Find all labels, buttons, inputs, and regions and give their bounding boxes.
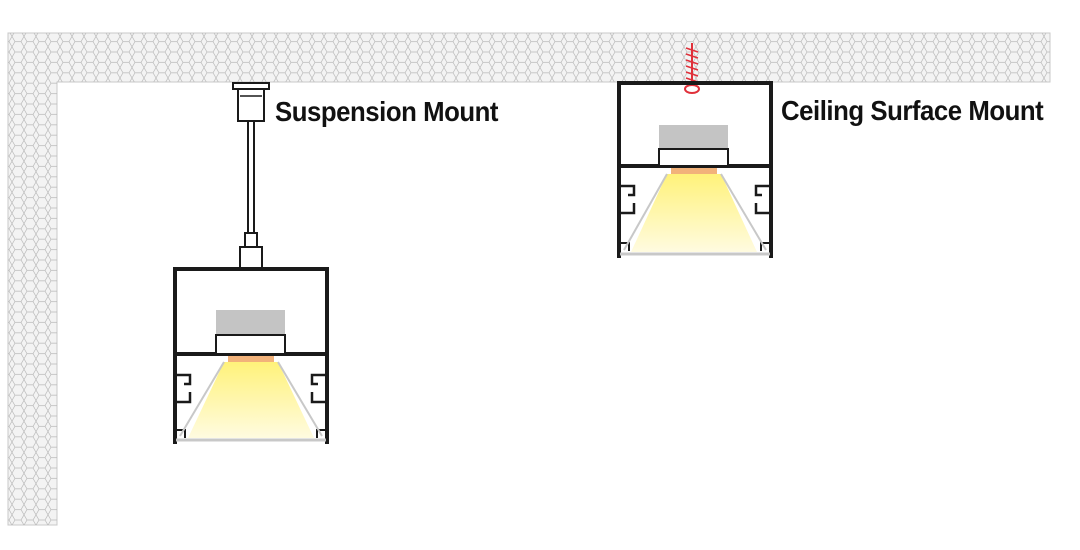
ceiling-surface-mount-label: Ceiling Surface Mount xyxy=(781,95,1044,126)
aluminium-profile-surface xyxy=(617,81,773,258)
surface-mounted-linear-light-icon xyxy=(617,43,773,258)
suspension-mount-label: Suspension Mount xyxy=(275,96,499,127)
canopy-body xyxy=(237,88,265,122)
suspension-cable-icon xyxy=(247,121,255,233)
led-strip-surface xyxy=(671,168,717,174)
led-driver xyxy=(216,310,285,335)
led-driver-surface xyxy=(659,125,728,149)
cable-gripper xyxy=(244,232,258,248)
led-strip xyxy=(228,356,274,362)
ceiling-wall xyxy=(7,32,1051,526)
light-beam xyxy=(188,362,314,438)
light-beam-surface xyxy=(631,174,757,252)
suspended-linear-light-icon xyxy=(173,82,329,444)
aluminium-profile xyxy=(173,267,329,444)
